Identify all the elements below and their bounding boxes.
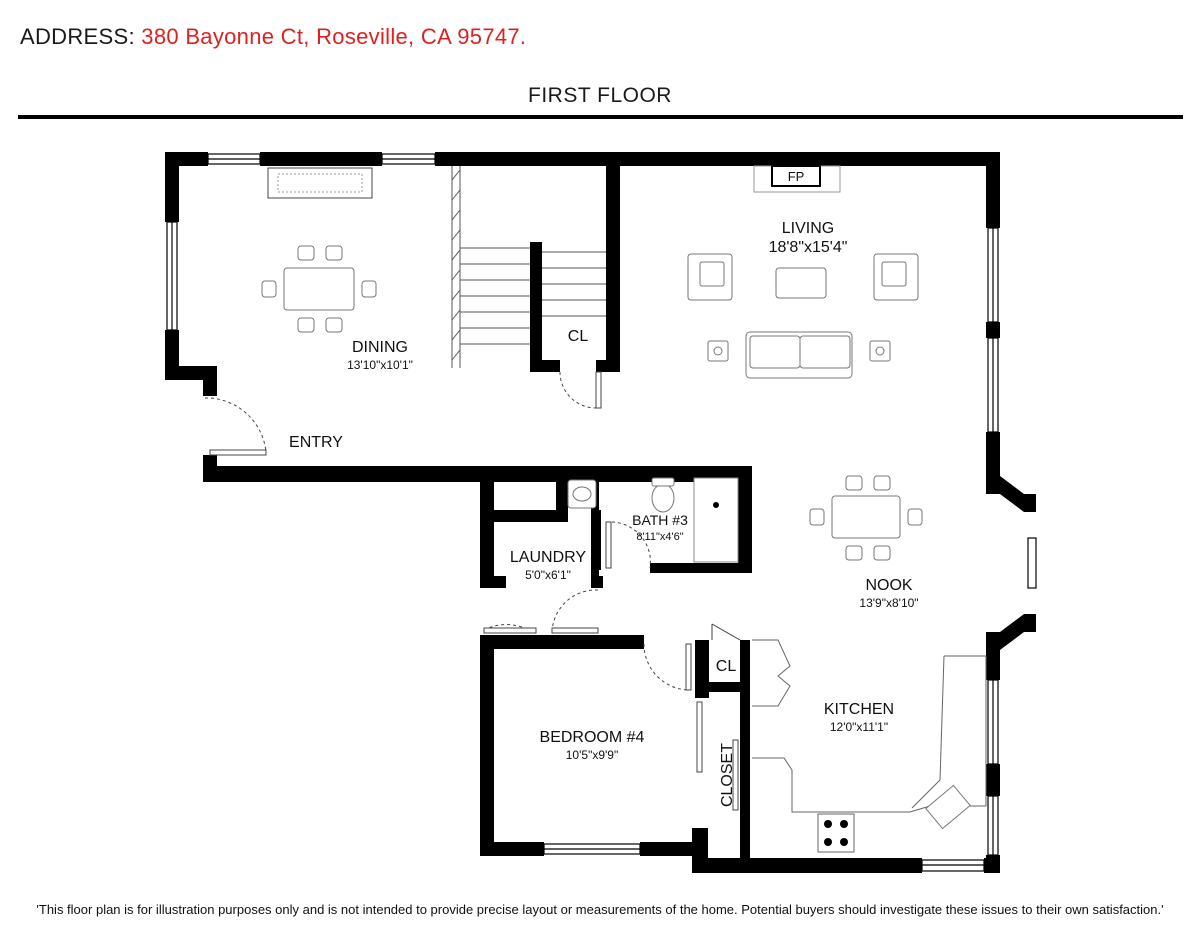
bedroom4-label: BEDROOM #4 [540, 729, 645, 746]
address-line: ADDRESS: 380 Bayonne Ct, Roseville, CA 9… [20, 24, 526, 50]
windows [166, 153, 1037, 872]
bath3-label: BATH #3 [632, 512, 688, 528]
living-dims: 18'8"x15'4" [769, 239, 848, 256]
dining-dims: 13'10"x10'1" [347, 358, 413, 372]
floor-title: FIRST FLOOR [528, 84, 672, 107]
living-label: LIVING [782, 220, 834, 237]
stairs [451, 166, 606, 368]
address-value: 380 Bayonne Ct, Roseville, CA 95747. [141, 24, 527, 49]
nook-label: NOOK [865, 577, 912, 594]
address-label: ADDRESS: [20, 24, 135, 49]
bedroom4-dims: 10'5"x9'9" [566, 748, 618, 762]
kitchen-closet-label: CL [716, 658, 737, 675]
closet-label: CLOSET [719, 743, 736, 807]
doors [204, 371, 791, 811]
cooktop-burners [713, 502, 848, 846]
entry-label: ENTRY [289, 434, 343, 451]
bath3-dims: 8'11"x4'6" [636, 531, 683, 543]
stair-closet-label: CL [568, 328, 589, 345]
walls [165, 152, 1036, 873]
laundry-label: LAUNDRY [510, 549, 587, 566]
nook-dims: 13'9"x8'10" [859, 596, 918, 610]
furniture [261, 165, 987, 853]
fireplace-label: FP [788, 169, 805, 184]
laundry-dims: 5'0"x6'1" [525, 568, 571, 582]
kitchen-dims: 12'0"x11'1" [830, 720, 888, 734]
title-rule [18, 115, 1183, 119]
kitchen-label: KITCHEN [824, 701, 894, 718]
disclaimer: 'This floor plan is for illustration pur… [36, 902, 1164, 917]
dining-label: DINING [352, 339, 408, 356]
room-labels: DINING 13'10"x10'1" ENTRY CL LIVING 18'8… [289, 169, 919, 807]
